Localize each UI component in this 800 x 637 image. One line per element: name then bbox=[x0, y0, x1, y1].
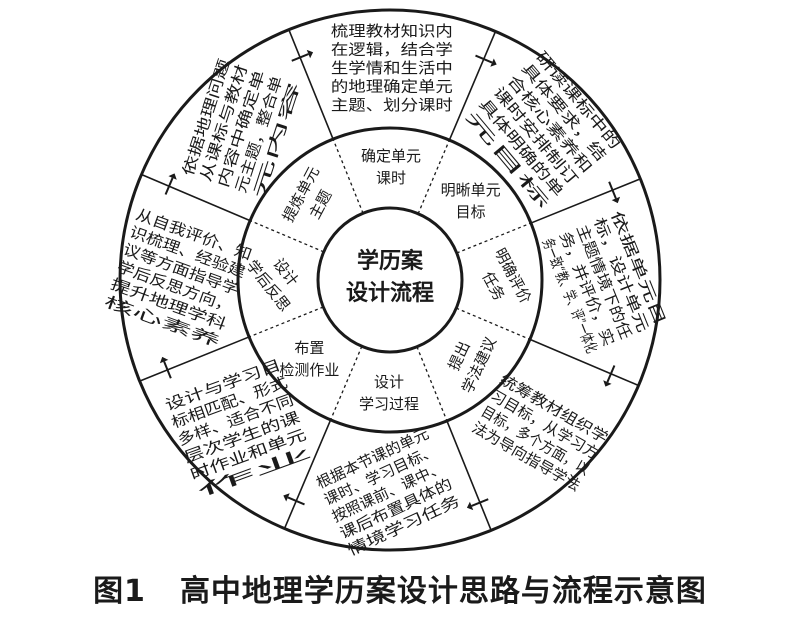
flow-arrow-head bbox=[159, 356, 169, 364]
inner-segment-line: 目标 bbox=[456, 203, 486, 221]
outer-divider bbox=[139, 336, 250, 382]
flow-arrow-shaft bbox=[163, 361, 172, 379]
inner-segment-line: 课时 bbox=[376, 169, 406, 187]
inner-divider bbox=[249, 220, 324, 253]
inner-divider bbox=[456, 222, 532, 254]
center-hub: 学历案 设计流程 bbox=[346, 248, 434, 306]
inner-divider bbox=[416, 346, 448, 422]
flow-arrow-head bbox=[168, 173, 177, 180]
flow-arrow-shaft bbox=[475, 54, 493, 64]
outer-segment-line: 在逻辑，结合学 bbox=[331, 41, 453, 59]
flow-arrow-shaft bbox=[471, 498, 489, 507]
outer-segment-line: 主题、划分课时 bbox=[331, 96, 453, 114]
flow-arrow-head bbox=[283, 493, 290, 502]
outer-segment-line: 生学情和生活中 bbox=[331, 59, 453, 77]
outer-divider bbox=[288, 29, 334, 140]
inner-divider bbox=[248, 306, 324, 338]
outer-segment-line: 的地理确定单元 bbox=[331, 78, 453, 96]
ring-dividers bbox=[139, 29, 641, 531]
inner-segment-line: 明晰单元 bbox=[441, 181, 501, 199]
inner-segment-line: 学习过程 bbox=[359, 395, 419, 413]
inner-divider bbox=[332, 138, 364, 214]
outer-divider bbox=[529, 338, 639, 387]
flow-arrow-shaft bbox=[287, 496, 305, 506]
flow-arrow-head bbox=[603, 380, 612, 387]
flow-arrow-head bbox=[611, 196, 621, 204]
figure-title: 高中地理学历案设计思路与流程示意图 bbox=[179, 574, 707, 609]
outer-divider bbox=[530, 178, 641, 224]
outer-ring-circle bbox=[118, 8, 662, 552]
inner-divider bbox=[456, 307, 531, 340]
outer-divider bbox=[141, 173, 251, 222]
flow-arrow-head bbox=[490, 58, 497, 67]
inner-divider bbox=[417, 139, 450, 214]
flow-arrow-head bbox=[306, 49, 314, 59]
outer-divider bbox=[446, 420, 492, 531]
inner-divider bbox=[330, 346, 363, 421]
outer-divider bbox=[448, 31, 497, 141]
center-title-line2: 设计流程 bbox=[346, 280, 434, 306]
outer-segment-line: 梳理教材知识内 bbox=[331, 22, 453, 40]
center-title-line1: 学历案 bbox=[357, 248, 424, 274]
figure-number: 图1 bbox=[93, 574, 146, 609]
inner-circle bbox=[316, 206, 464, 354]
inner-segment-line: 检测作业 bbox=[279, 361, 339, 379]
flow-arrows bbox=[159, 49, 621, 511]
flow-arrow-shaft bbox=[164, 177, 174, 195]
inner-segment-line: 设计 bbox=[374, 373, 404, 391]
inner-segment-line: 布置 bbox=[294, 339, 324, 357]
wheel-rings bbox=[118, 8, 662, 552]
middle-ring-circle bbox=[236, 126, 544, 434]
flow-wheel-diagram: 梳理教材知识内在逻辑，结合学生学情和生活中的地理确定单元主题、划分课时研读课标中… bbox=[102, 8, 669, 560]
figure-caption: 图1 高中地理学历案设计思路与流程示意图 bbox=[0, 566, 800, 610]
flow-arrow-head bbox=[466, 501, 474, 511]
inner-segment-line: 确定单元 bbox=[361, 147, 421, 165]
outer-divider bbox=[283, 419, 332, 529]
flow-arrow-shaft bbox=[608, 181, 617, 199]
flow-arrow-shaft bbox=[291, 53, 309, 62]
flow-arrow-shaft bbox=[606, 365, 616, 383]
